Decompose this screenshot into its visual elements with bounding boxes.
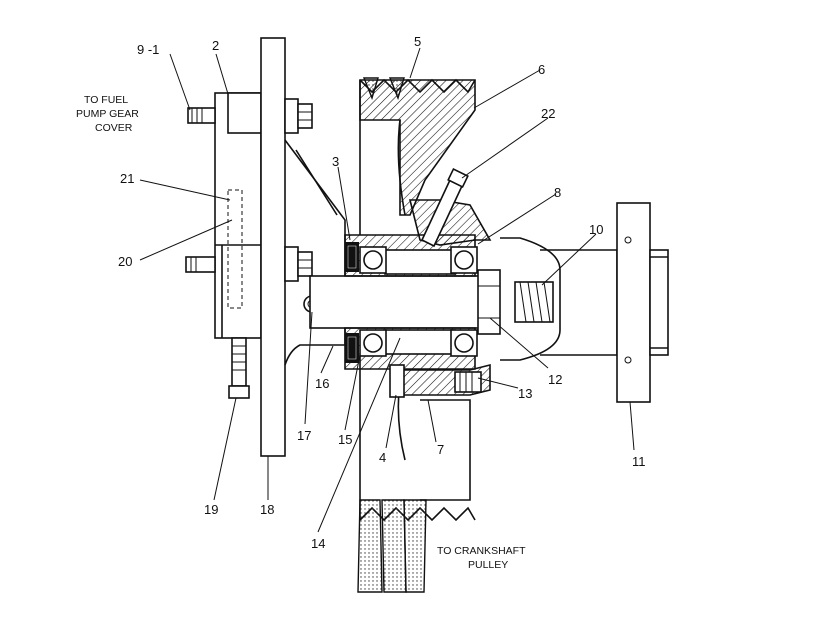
grease-fitting <box>420 168 469 248</box>
svg-text:PULLEY: PULLEY <box>468 559 508 571</box>
support-plate <box>260 37 286 457</box>
callout-14: 14 <box>311 536 325 551</box>
callout-labels: 9 -1 2 5 6 22 3 8 21 20 10 16 17 15 4 13… <box>118 34 646 551</box>
fan-adapter <box>500 202 669 403</box>
callout-22: 22 <box>541 106 555 121</box>
callout-5: 5 <box>414 34 421 49</box>
svg-text:TO FUEL: TO FUEL <box>84 94 128 106</box>
bolt-middle <box>185 246 313 282</box>
callout-21: 21 <box>120 171 134 186</box>
bolt-13 <box>454 371 482 393</box>
callout-7: 7 <box>437 442 444 457</box>
bearing-left-bottom <box>359 329 387 357</box>
callout-20: 20 <box>118 254 132 269</box>
callout-17: 17 <box>297 428 311 443</box>
callout-13: 13 <box>518 386 532 401</box>
fan-bolt-10 <box>514 281 554 323</box>
bearing-right-bottom <box>450 329 478 357</box>
bearing-left-top <box>359 246 387 274</box>
svg-text:COVER: COVER <box>95 122 133 134</box>
callout-3: 3 <box>332 154 339 169</box>
callout-11: 11 <box>632 454 646 469</box>
callout-8: 8 <box>554 185 561 200</box>
v-belts-bottom <box>357 499 427 593</box>
callout-9-1: 9 -1 <box>137 42 159 57</box>
callout-16: 16 <box>315 376 329 391</box>
leader-lines <box>139 47 635 533</box>
callout-12: 12 <box>548 372 562 387</box>
svg-text:PUMP GEAR: PUMP GEAR <box>76 108 139 120</box>
caption-crankshaft: TO CRANKSHAFT PULLEY <box>437 545 526 571</box>
bolt-4 <box>389 364 405 398</box>
caption-fuel-pump: TO FUEL PUMP GEAR COVER <box>76 94 139 134</box>
callout-18: 18 <box>260 502 274 517</box>
adjusting-screw <box>228 337 250 399</box>
callout-19: 19 <box>204 502 218 517</box>
shaft <box>309 269 501 335</box>
svg-text:TO CRANKSHAFT: TO CRANKSHAFT <box>437 545 526 557</box>
callout-2: 2 <box>212 38 219 53</box>
bearing-right-top <box>450 246 478 274</box>
v-belts-top <box>362 77 405 101</box>
mounting-bracket <box>214 92 262 339</box>
callout-10: 10 <box>589 222 603 237</box>
callout-15: 15 <box>338 432 352 447</box>
callout-6: 6 <box>538 62 545 77</box>
bolt-9-1 <box>187 98 313 134</box>
callout-4: 4 <box>379 450 386 465</box>
seals <box>345 242 359 363</box>
